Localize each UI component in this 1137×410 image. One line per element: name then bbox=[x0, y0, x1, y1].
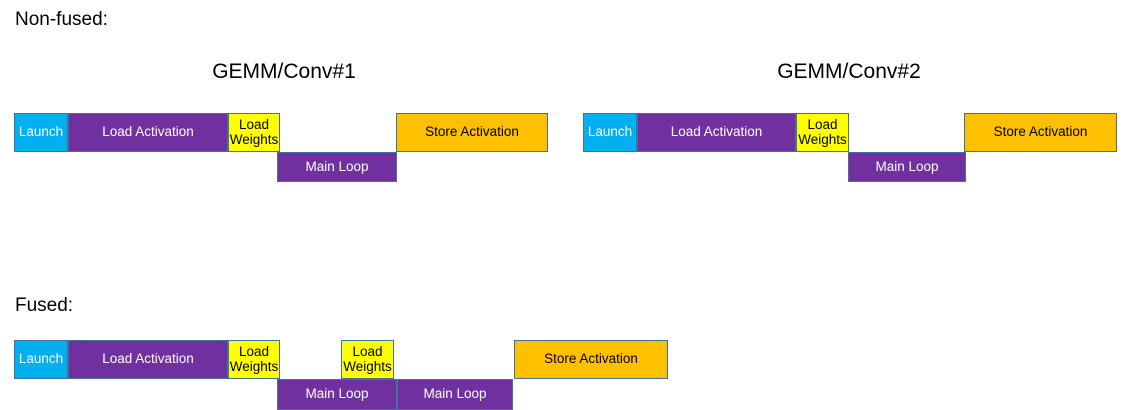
block-label: Main Loop bbox=[305, 158, 369, 174]
block-main-loop-fused-1[interactable]: Main Loop bbox=[277, 379, 397, 410]
block-label: Load Weights bbox=[229, 117, 279, 147]
block-label: Store Activation bbox=[544, 351, 638, 367]
block-label: Load Activation bbox=[102, 351, 194, 367]
block-label: Store Activation bbox=[993, 124, 1088, 140]
block-store-activation-fused[interactable]: Store Activation bbox=[514, 340, 668, 379]
block-label: Load Weights bbox=[798, 117, 847, 147]
block-label: Launch bbox=[18, 124, 64, 140]
group-title-gemm-conv-1: GEMM/Conv#1 bbox=[212, 60, 356, 83]
block-launch-nonfused-1[interactable]: Launch bbox=[14, 113, 68, 152]
block-launch-nonfused-2[interactable]: Launch bbox=[583, 113, 637, 152]
block-store-activation-nonfused-2[interactable]: Store Activation bbox=[964, 113, 1117, 152]
block-main-loop-nonfused-1[interactable]: Main Loop bbox=[277, 152, 397, 182]
block-label: Load Activation bbox=[670, 124, 763, 140]
block-label: Main Loop bbox=[423, 386, 487, 402]
block-load-weights-nonfused-2[interactable]: Load Weights bbox=[796, 113, 849, 152]
block-load-weights-nonfused-1[interactable]: Load Weights bbox=[228, 113, 280, 152]
block-store-activation-nonfused-1[interactable]: Store Activation bbox=[396, 113, 548, 152]
block-label: Load Activation bbox=[102, 124, 194, 140]
block-load-activation-fused[interactable]: Load Activation bbox=[68, 340, 228, 379]
block-launch-fused[interactable]: Launch bbox=[14, 340, 68, 379]
section-label-fused: Fused: bbox=[15, 295, 74, 316]
group-title-gemm-conv-2: GEMM/Conv#2 bbox=[777, 60, 921, 83]
block-load-weights-fused-2[interactable]: Load Weights bbox=[341, 340, 394, 379]
section-label-non-fused: Non-fused: bbox=[15, 9, 108, 30]
block-load-activation-nonfused-1[interactable]: Load Activation bbox=[68, 113, 228, 152]
block-load-weights-fused-1[interactable]: Load Weights bbox=[228, 340, 280, 379]
block-label: Main Loop bbox=[875, 158, 939, 174]
block-load-activation-nonfused-2[interactable]: Load Activation bbox=[637, 113, 796, 152]
block-label: Load Weights bbox=[343, 344, 392, 374]
block-main-loop-nonfused-2[interactable]: Main Loop bbox=[848, 152, 966, 182]
block-main-loop-fused-2[interactable]: Main Loop bbox=[397, 379, 513, 410]
block-label: Store Activation bbox=[425, 124, 519, 140]
block-label: Launch bbox=[18, 351, 64, 367]
block-label: Load Weights bbox=[229, 344, 279, 374]
block-label: Main Loop bbox=[305, 386, 369, 402]
block-label: Launch bbox=[587, 124, 633, 140]
